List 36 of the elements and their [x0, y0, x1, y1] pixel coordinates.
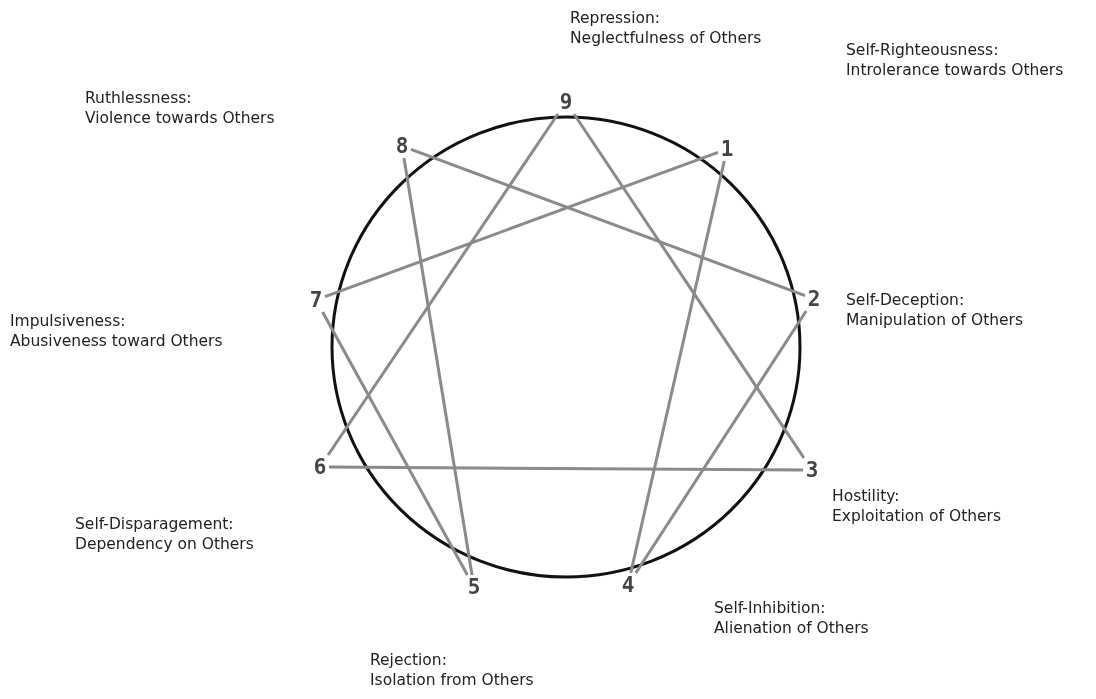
- trait-heading: Self-Deception:: [846, 290, 965, 310]
- trait-heading: Rejection:: [370, 650, 447, 670]
- connecting-line: [629, 160, 726, 574]
- point-number: 9: [557, 90, 575, 114]
- connecting-line: [634, 310, 808, 574]
- point-number: 3: [803, 458, 821, 482]
- connecting-line: [402, 157, 474, 576]
- trait-heading: Self-Righteousness:: [846, 40, 999, 60]
- connecting-line: [321, 311, 469, 576]
- trait-description: Neglectfulness of Others: [570, 28, 762, 48]
- point-number: 1: [718, 137, 736, 161]
- connecting-line: [324, 150, 719, 299]
- point-number: 7: [307, 288, 325, 312]
- trait-description: Abusiveness toward Others: [10, 331, 223, 351]
- connecting-line: [329, 465, 803, 472]
- trait-description: Manipulation of Others: [846, 310, 1024, 330]
- trait-heading: Impulsiveness:: [10, 311, 126, 331]
- connecting-line: [572, 113, 806, 459]
- trait-description: Dependency on Others: [75, 534, 254, 554]
- point-number: 8: [393, 134, 411, 158]
- point-number: 4: [619, 573, 637, 597]
- trait-heading: Repression:: [570, 8, 660, 28]
- point-number: 6: [311, 455, 329, 479]
- trait-description: Alienation of Others: [714, 618, 869, 638]
- point-number: 5: [465, 575, 483, 599]
- trait-description: Exploitation of Others: [832, 506, 1002, 526]
- trait-heading: Self-Disparagement:: [75, 514, 234, 534]
- trait-heading: Hostility:: [832, 486, 900, 506]
- connecting-line: [326, 113, 560, 456]
- trait-description: Isolation from Others: [370, 670, 534, 690]
- trait-description: Violence towards Others: [85, 108, 275, 128]
- trait-heading: Self-Inhibition:: [714, 598, 826, 618]
- trait-heading: Ruthlessness:: [85, 88, 192, 108]
- trait-description: Introlerance towards Others: [846, 60, 1064, 80]
- connecting-line: [410, 147, 806, 298]
- point-number: 2: [805, 287, 823, 311]
